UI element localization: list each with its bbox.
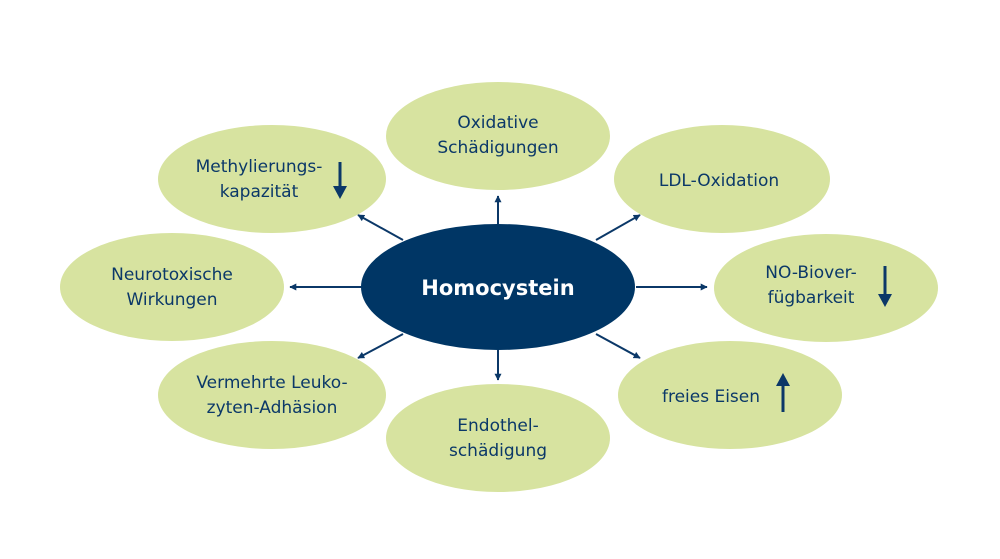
node-neuro-line1: Neurotoxische [111, 265, 233, 285]
node-leuko-line1: Vermehrte Leuko- [196, 373, 347, 393]
center-label: Homocystein [421, 276, 574, 300]
up-arrow-icon [776, 373, 790, 412]
node-methyl-line1: Methylierungs- [196, 157, 323, 177]
node-oxidative-line2: Schädigungen [437, 138, 558, 158]
node-ldl-shape [614, 125, 830, 233]
node-neuro-line2: Wirkungen [126, 290, 217, 310]
node-leuko-shape [158, 341, 386, 449]
node-oxidative-line1: Oxidative [457, 113, 538, 133]
node-oxidative: Oxidative Schädigungen [386, 82, 610, 190]
arrow-to-ldl [595, 214, 641, 241]
node-leuko-line2: zyten-Adhäsion [207, 398, 338, 418]
node-leuko: Vermehrte Leuko- zyten-Adhäsion [158, 341, 386, 449]
connector-arrows [289, 195, 708, 381]
node-neuro-shape [60, 233, 284, 341]
down-arrow-icon [333, 162, 347, 199]
node-oxidative-shape [386, 82, 610, 190]
node-ldl: LDL-Oxidation [614, 125, 830, 233]
node-ldl-line1: LDL-Oxidation [659, 171, 779, 191]
node-endothel-line1: Endothel- [457, 416, 538, 436]
node-endothel-line2: schädigung [449, 441, 547, 461]
node-no-line1: NO-Biover- [765, 263, 856, 283]
node-methyl: Methylierungs- kapazität [158, 125, 386, 233]
center-node-shape [361, 224, 635, 350]
down-arrow-icon [878, 266, 892, 307]
node-no-line2: fügbarkeit [768, 288, 855, 308]
node-endothel: Endothel- schädigung [386, 384, 610, 492]
node-endothel-shape [386, 384, 610, 492]
arrow-to-leuko [357, 333, 404, 359]
center-node: Homocystein [361, 224, 635, 350]
node-methyl-line2: kapazität [220, 182, 299, 202]
node-eisen-line1: freies Eisen [662, 387, 760, 407]
node-neuro: Neurotoxische Wirkungen [60, 233, 284, 341]
node-eisen: freies Eisen [618, 341, 842, 449]
node-eisen-shape [618, 341, 842, 449]
node-no-shape [714, 234, 938, 342]
node-methyl-shape [158, 125, 386, 233]
arrow-to-methyl [357, 214, 404, 241]
arrow-to-eisen [595, 333, 641, 359]
node-no: NO-Biover- fügbarkeit [714, 234, 938, 342]
